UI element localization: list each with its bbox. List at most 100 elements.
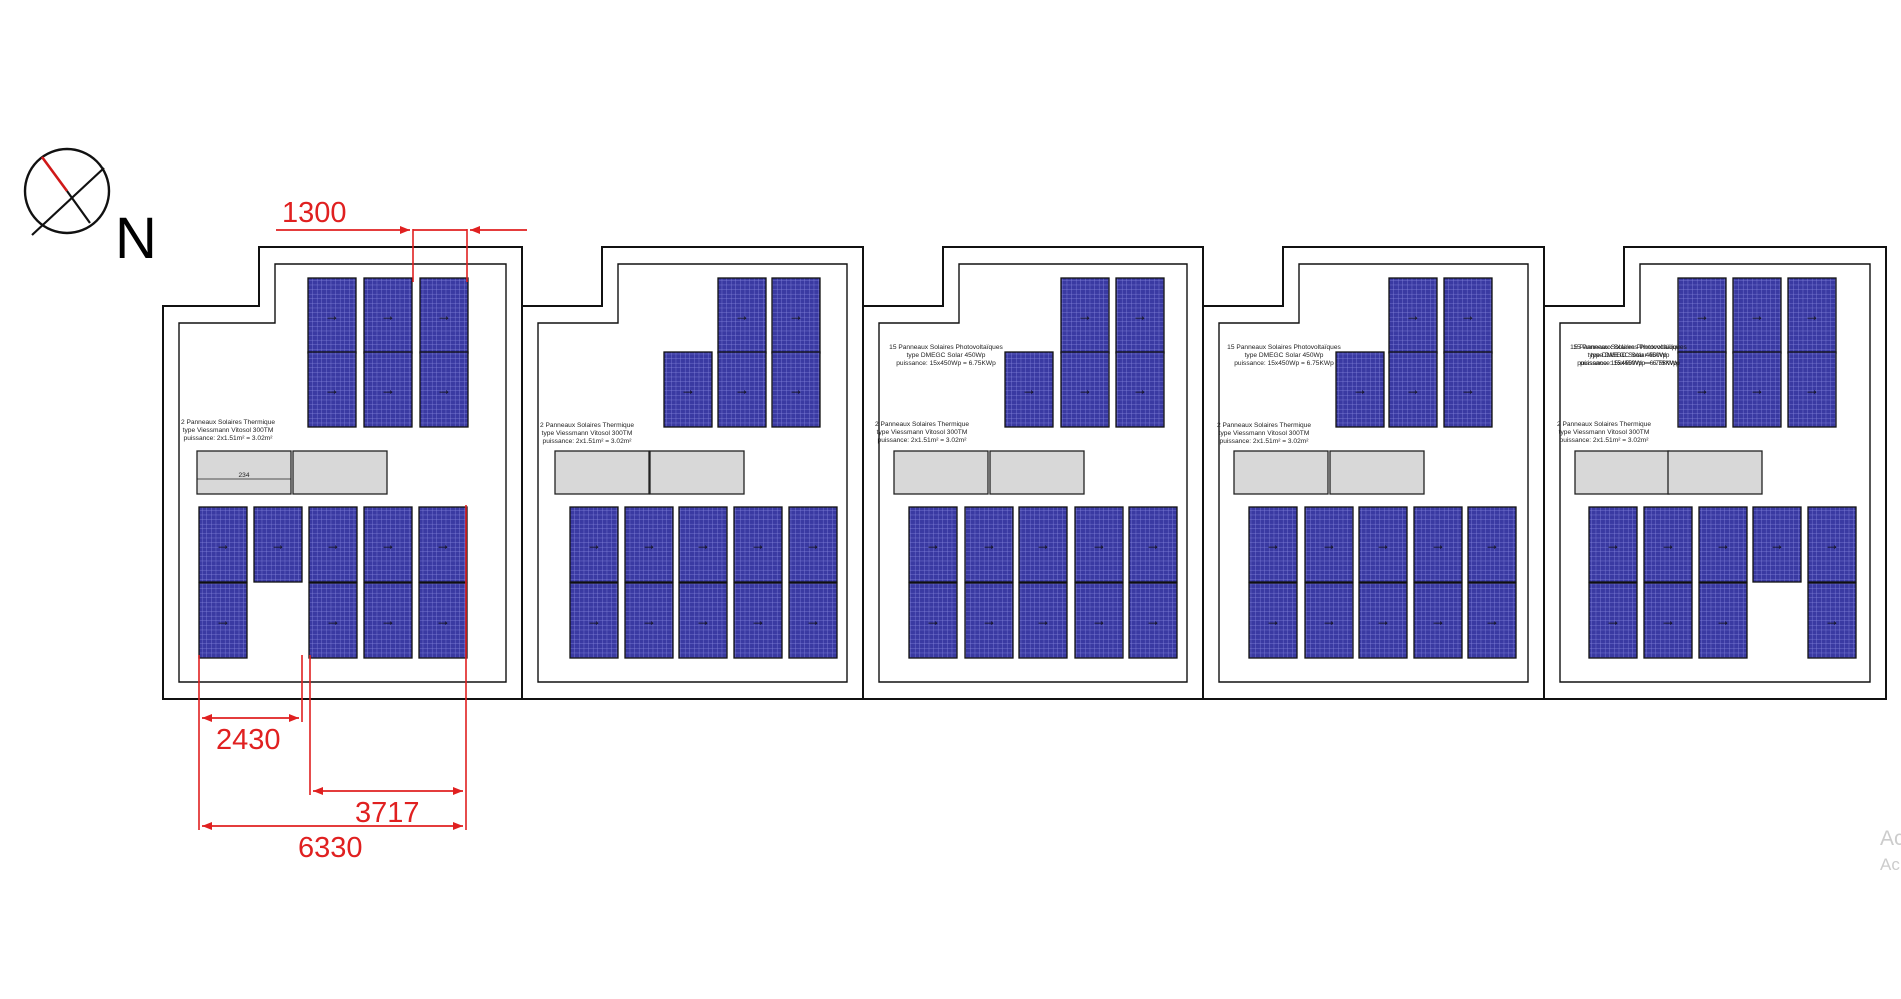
- panel-direction-arrow: →: [1353, 382, 1368, 399]
- compass-line-north: [40, 156, 69, 192]
- panel-direction-arrow: →: [1406, 382, 1421, 399]
- solar-panel: →: [1732, 351, 1782, 428]
- dim-3717-label: 3717: [355, 797, 420, 829]
- panel-direction-arrow: →: [926, 537, 941, 554]
- solar-panel: →: [1643, 506, 1693, 583]
- panel-direction-arrow: →: [1661, 537, 1676, 554]
- solar-panel: →: [569, 582, 619, 659]
- panel-direction-arrow: →: [1266, 537, 1281, 554]
- panel-direction-arrow: →: [642, 613, 657, 630]
- building-unit: →→→→→→→→→→→→→→→15 Panneaux Solaires Phot…: [521, 246, 1004, 700]
- thermal-collector: [196, 450, 292, 495]
- thermal-collector: [989, 450, 1085, 495]
- solar-panel: →: [307, 277, 357, 354]
- panel-direction-arrow: →: [1805, 382, 1820, 399]
- solar-panel: →: [964, 582, 1014, 659]
- solar-panel: →: [1467, 582, 1517, 659]
- solar-panel: →: [1677, 277, 1727, 354]
- unit-roof-outline: [1202, 246, 1545, 700]
- panel-direction-arrow: →: [1485, 613, 1500, 630]
- panel-direction-arrow: →: [381, 308, 396, 325]
- solar-panel: →: [1588, 582, 1638, 659]
- panel-direction-arrow: →: [1461, 308, 1476, 325]
- solar-panel: →: [1358, 582, 1408, 659]
- panel-direction-arrow: →: [1133, 308, 1148, 325]
- solar-panel: →: [1443, 351, 1493, 428]
- collector-dimension-label: 234: [238, 472, 249, 479]
- solar-panel: →: [908, 582, 958, 659]
- panel-direction-arrow: →: [1078, 382, 1093, 399]
- compass-circle: [23, 147, 111, 235]
- panel-direction-arrow: →: [325, 308, 340, 325]
- solar-panel: →: [307, 351, 357, 428]
- solar-panel: →: [733, 582, 783, 659]
- solar-panel: →: [418, 582, 468, 659]
- panel-direction-arrow: →: [1606, 613, 1621, 630]
- solar-panel: →: [1413, 506, 1463, 583]
- solar-panel: →: [1074, 582, 1124, 659]
- solar-panel: →: [1304, 582, 1354, 659]
- thermal-collector: [1667, 450, 1763, 495]
- panel-direction-arrow: →: [1695, 382, 1710, 399]
- unit-roof-outline: [162, 246, 523, 700]
- solar-panel: →: [717, 351, 767, 428]
- solar-panel: →: [419, 277, 469, 354]
- solar-panel: →: [1443, 277, 1493, 354]
- panel-direction-arrow: →: [271, 537, 286, 554]
- panel-direction-arrow: →: [1036, 537, 1051, 554]
- panel-direction-arrow: →: [1750, 308, 1765, 325]
- unit-roof-inner-outline: [1559, 263, 1871, 683]
- solar-panel: →: [1248, 582, 1298, 659]
- panel-direction-arrow: →: [1770, 537, 1785, 554]
- panel-direction-arrow: →: [1695, 308, 1710, 325]
- panel-direction-arrow: →: [587, 537, 602, 554]
- panel-direction-arrow: →: [216, 613, 231, 630]
- watermark-text: Ac Ac: [1880, 826, 1901, 878]
- solar-panel: →: [308, 506, 358, 583]
- panel-direction-arrow: →: [1606, 537, 1621, 554]
- panel-direction-arrow: →: [587, 613, 602, 630]
- solar-panel: →: [1358, 506, 1408, 583]
- solar-panel: →: [363, 351, 413, 428]
- panel-direction-arrow: →: [1133, 382, 1148, 399]
- unit-roof-outline: [1543, 246, 1887, 700]
- solar-panel: →: [1248, 506, 1298, 583]
- panel-direction-arrow: →: [1716, 537, 1731, 554]
- solar-panel: →: [663, 351, 713, 428]
- panel-direction-arrow: →: [681, 382, 696, 399]
- solar-panel: →: [1787, 351, 1837, 428]
- panel-direction-arrow: →: [1322, 613, 1337, 630]
- solar-panel: →: [1060, 351, 1110, 428]
- panel-direction-arrow: →: [381, 613, 396, 630]
- panel-direction-arrow: →: [1376, 613, 1391, 630]
- unit-roof-inner-outline: [1218, 263, 1529, 683]
- solar-panel: →: [1018, 506, 1068, 583]
- solar-panel: →: [1004, 351, 1054, 428]
- dimension-annotations: 1300 2430 3717 6330: [198, 197, 527, 864]
- panel-direction-arrow: →: [751, 537, 766, 554]
- solar-panel: →: [1467, 506, 1517, 583]
- dim-1300-label: 1300: [282, 197, 347, 229]
- panel-direction-arrow: →: [1092, 613, 1107, 630]
- panel-direction-arrow: →: [751, 613, 766, 630]
- panel-direction-arrow: →: [1266, 613, 1281, 630]
- panel-direction-arrow: →: [216, 537, 231, 554]
- panel-direction-arrow: →: [735, 308, 750, 325]
- building-unit: →→→→→→→→→→→→→→→15 Panneaux Solaires Phot…: [862, 246, 1342, 700]
- panel-direction-arrow: →: [1078, 308, 1093, 325]
- solar-panel: →: [1732, 277, 1782, 354]
- solar-panel: →: [1787, 277, 1837, 354]
- panel-direction-arrow: →: [735, 382, 750, 399]
- panel-direction-arrow: →: [326, 537, 341, 554]
- solar-panel: →: [363, 277, 413, 354]
- panel-direction-arrow: →: [1146, 537, 1161, 554]
- panel-direction-arrow: →: [437, 308, 452, 325]
- panel-direction-arrow: →: [789, 382, 804, 399]
- panel-direction-arrow: →: [1322, 537, 1337, 554]
